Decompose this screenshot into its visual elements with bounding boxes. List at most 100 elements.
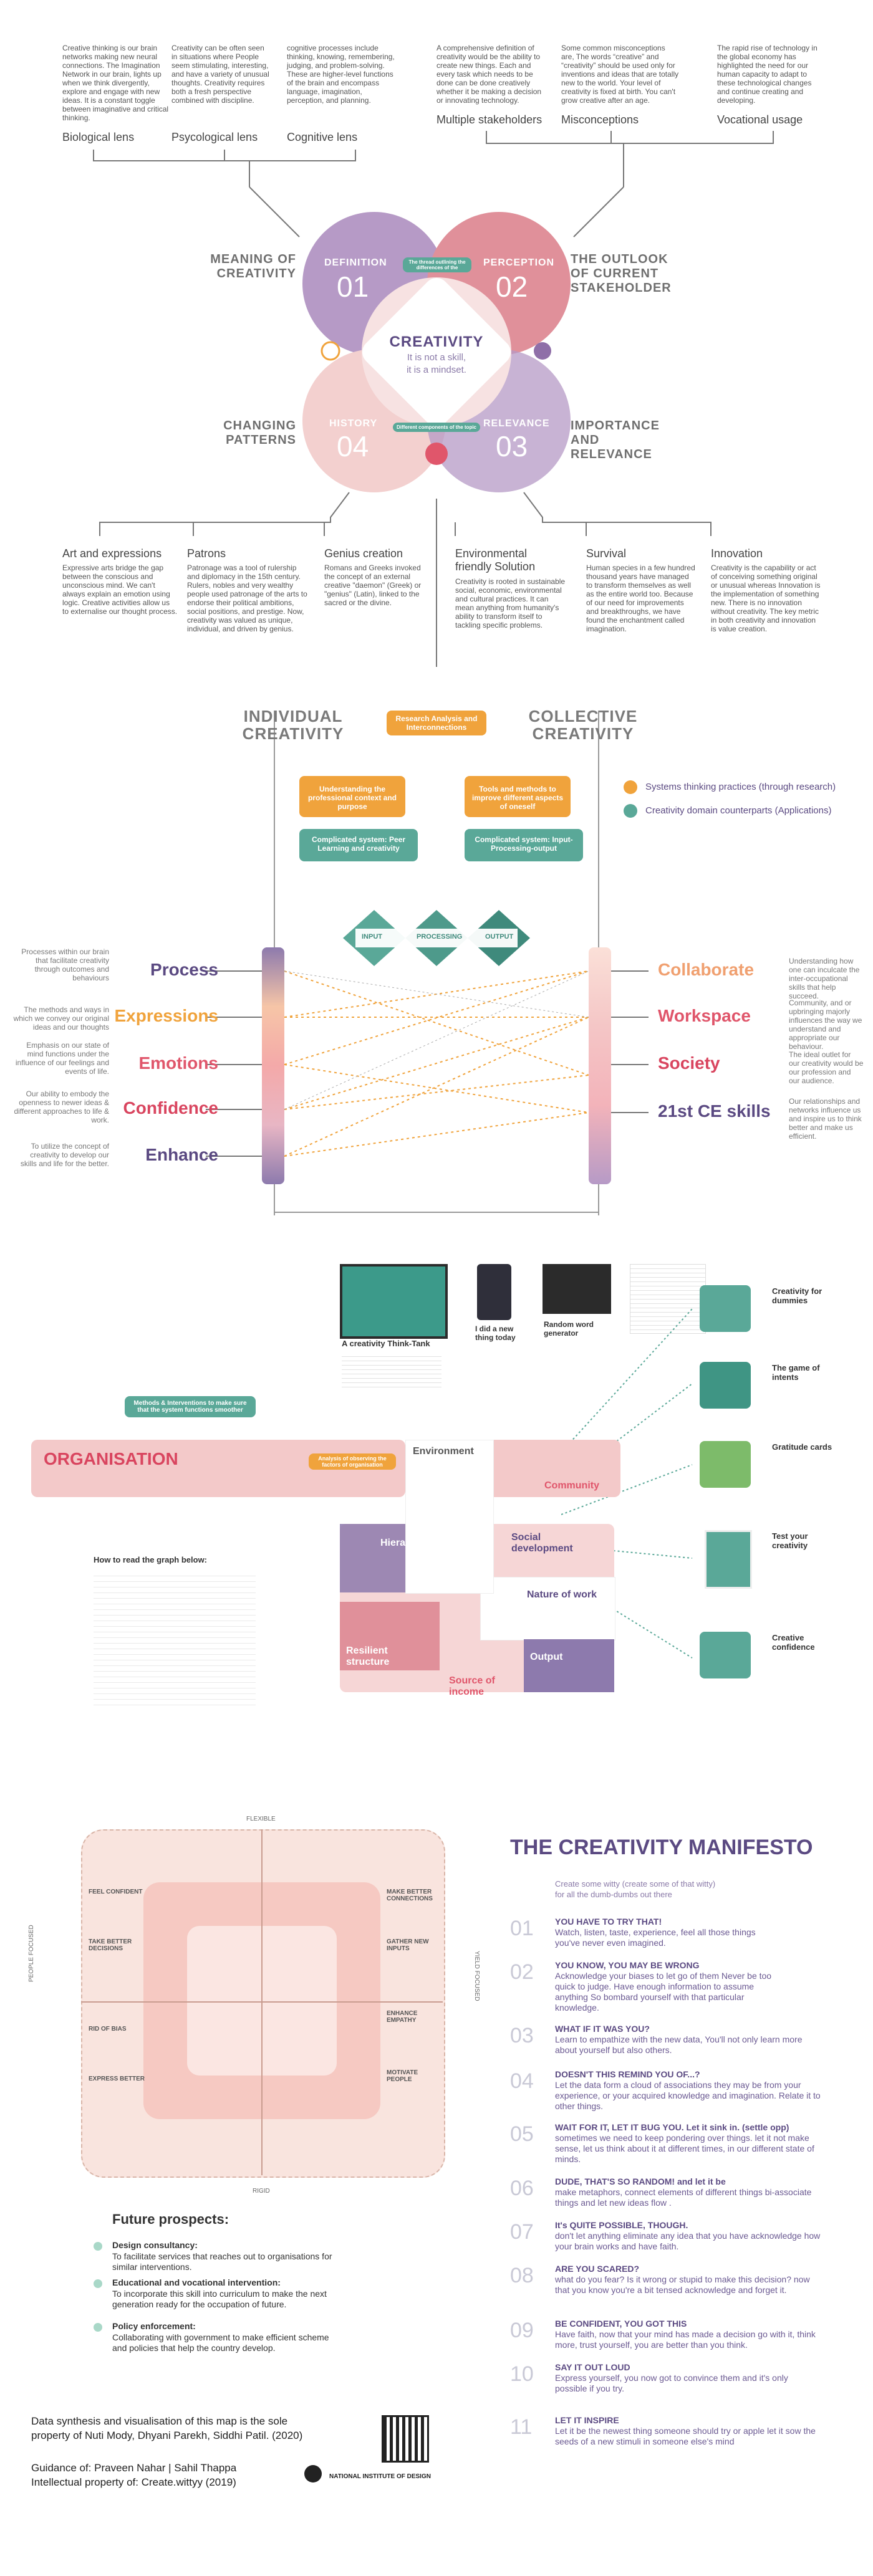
row-note: The ideal outlet for our creativity woul… bbox=[789, 1050, 864, 1085]
org-label: Resilient structure bbox=[346, 1645, 390, 1667]
manifesto-number: 01 bbox=[510, 1917, 534, 1940]
future-text: To facilitate services that reaches out … bbox=[112, 2251, 332, 2272]
quadrant-left-item: RID OF BIAS bbox=[89, 2026, 127, 2033]
connection-lines bbox=[206, 970, 649, 1157]
quadrant-label-right: YIELD FOCUSED bbox=[473, 1951, 480, 2001]
future-head: Design consultancy: bbox=[112, 2240, 198, 2250]
lens-title: Environmental friendly Solution bbox=[455, 547, 536, 573]
lens-title: Survival bbox=[586, 547, 627, 560]
org-chart-block bbox=[480, 1577, 615, 1640]
orange-box: Tools and methods to improve different a… bbox=[465, 776, 571, 817]
legend-label: Systems thinking practices (through rese… bbox=[645, 782, 836, 792]
manifesto-text: Have faith, now that your mind has made … bbox=[555, 2329, 816, 2350]
manifesto-heading: DUDE, THAT'S SO RANDOM! and let it be bbox=[555, 2176, 726, 2186]
manifesto-heading: It's QUITE POSSIBLE, THOUGH. bbox=[555, 2220, 688, 2230]
left-bar bbox=[262, 947, 284, 1184]
credits: Data synthesis and visualisation of this… bbox=[31, 2415, 288, 2427]
quadrant-left-item: FEEL CONFIDENT bbox=[89, 1889, 143, 1895]
flower-tag: The thread outlining the differences of … bbox=[403, 257, 471, 272]
manifesto-title: THE CREATIVITY MANIFESTO bbox=[510, 1836, 813, 1859]
lens-text: A comprehensive definition of creativity… bbox=[436, 44, 542, 105]
row-label-society: Society bbox=[658, 1053, 720, 1073]
manifesto-number: 04 bbox=[510, 2069, 534, 2093]
tool-thumb bbox=[340, 1264, 448, 1339]
org-label: Nature of work bbox=[527, 1589, 597, 1600]
row-note: The methods and ways in which we convey … bbox=[13, 1005, 109, 1032]
legend-label: Creativity domain counterparts (Applicat… bbox=[645, 805, 832, 816]
manifesto-text: Acknowledge your biases to let go of the… bbox=[555, 1971, 772, 2013]
row-label-enhance: Enhance bbox=[145, 1145, 218, 1164]
teal-box: Complicated system: Peer Learning and cr… bbox=[299, 829, 418, 861]
tool-card-title: Gratitude cards bbox=[772, 1442, 832, 1452]
legend-dot bbox=[624, 804, 637, 818]
org-chart-block bbox=[340, 1602, 440, 1670]
manifesto-text: what do you fear? Is it wrong or stupid … bbox=[555, 2274, 810, 2295]
tool-title: Random word generator bbox=[544, 1320, 594, 1338]
tool-thumb bbox=[477, 1264, 511, 1320]
quadrant-left-item: EXPRESS BETTER bbox=[89, 2076, 145, 2082]
quadrant-right-item: MOTIVATE PEOPLE bbox=[387, 2069, 418, 2083]
manifesto-heading: SAY IT OUT LOUD bbox=[555, 2362, 630, 2372]
collective-creativity-label: COLLECTIVE CREATIVITY bbox=[528, 707, 638, 743]
ipo-label: PROCESSING bbox=[417, 933, 463, 941]
manifesto-text: don't let anything eliminate any idea th… bbox=[555, 2231, 821, 2251]
teal-box: Complicated system: Input-Processing-out… bbox=[465, 829, 583, 861]
future-dot bbox=[94, 2323, 102, 2332]
top-lenses: Creative thinking is our brain networks … bbox=[25, 44, 848, 156]
lens-title: Cognitive lens bbox=[287, 131, 358, 143]
future-head: Educational and vocational intervention: bbox=[112, 2277, 281, 2287]
quadrant-right-item: ENHANCE EMPATHY bbox=[387, 2010, 418, 2024]
lens-text: Patronage was a tool of rulership and di… bbox=[187, 563, 307, 633]
lens-text: cognitive processes include thinking, kn… bbox=[287, 44, 395, 105]
tool-card-title: Creative confidence bbox=[772, 1633, 815, 1652]
mid-lenses: Art and expressions Expressive arts brid… bbox=[0, 542, 873, 667]
row-note: Processes within our brain that facilita… bbox=[21, 947, 109, 982]
row-note: Emphasis on our state of mind functions … bbox=[15, 1041, 109, 1076]
row-note: Our ability to embody the openness to ne… bbox=[14, 1089, 109, 1124]
petal-title: DEFINITION bbox=[324, 257, 387, 268]
quadrant-left-item: TAKE BETTER DECISIONS bbox=[89, 1938, 132, 1952]
manifesto-heading: DOESN'T THIS REMIND YOU OF...? bbox=[555, 2069, 700, 2079]
org-orange-tag: Analysis of observing the factors of org… bbox=[309, 1453, 396, 1470]
org-label: Output bbox=[530, 1652, 563, 1662]
manifesto-heading: WHAT IF IT WAS YOU? bbox=[555, 2024, 650, 2034]
tool-card-title: The game of intents bbox=[772, 1363, 820, 1382]
tool-card-thumb bbox=[700, 1441, 751, 1488]
tool-card-title: Creativity for dummies bbox=[772, 1286, 822, 1305]
center-subtitle: It is not a skill, bbox=[407, 352, 466, 363]
tool-card-thumb bbox=[700, 1285, 751, 1332]
petal-number: 01 bbox=[337, 271, 369, 303]
manifesto-heading: LET IT INSPIRE bbox=[555, 2415, 619, 2425]
manifesto-text: Let it be the newest thing someone shoul… bbox=[555, 2426, 816, 2446]
lens-title: Innovation bbox=[711, 547, 763, 560]
lens-title: Vocational usage bbox=[717, 113, 803, 126]
future-dot bbox=[94, 2242, 102, 2251]
petal-title: HISTORY bbox=[329, 418, 378, 429]
manifesto-intro: for all the dumb-dumbs out there bbox=[555, 1890, 672, 1899]
lens-text: Romans and Greeks invoked the concept of… bbox=[324, 563, 422, 607]
individual-creativity-label: INDIVIDUAL CREATIVITY bbox=[242, 707, 344, 743]
credits: Intellectual property of: Create.wittyy … bbox=[31, 2476, 236, 2488]
manifesto-text: make metaphors, connect elements of diff… bbox=[555, 2187, 812, 2208]
lens-title: Multiple stakeholders bbox=[436, 113, 543, 126]
top-connectors bbox=[93, 131, 774, 237]
tool-card-thumb bbox=[705, 1530, 752, 1589]
flower-tag: Different components of the topic bbox=[393, 423, 480, 432]
lens-title: Misconceptions bbox=[561, 113, 639, 126]
manifesto-text: Learn to empathize with the new data, Yo… bbox=[555, 2034, 803, 2055]
org-chart-block bbox=[524, 1639, 614, 1692]
manifesto-number: 08 bbox=[510, 2264, 534, 2287]
future-title: Future prospects: bbox=[112, 2211, 229, 2227]
lens-title: Art and expressions bbox=[62, 547, 162, 560]
lens-text: Expressive arts bridge the gap between t… bbox=[62, 563, 178, 616]
manifesto-heading: YOU KNOW, YOU MAY BE WRONG bbox=[555, 1960, 700, 1970]
manifesto-heading: WAIT FOR IT, LET IT BUG YOU. Let it sink… bbox=[555, 2122, 789, 2132]
tool-title: A creativity Think-Tank bbox=[342, 1339, 430, 1348]
quadrant-right-item: GATHER NEW INPUTS bbox=[387, 1938, 429, 1952]
lens-text: Some common misconceptions are, The word… bbox=[561, 44, 679, 105]
org-chart-block bbox=[405, 1440, 494, 1594]
petal-number: 02 bbox=[496, 271, 528, 303]
lens-title: Patrons bbox=[187, 547, 226, 560]
flower-outer-label: MEANING OF CREATIVITY bbox=[210, 252, 296, 280]
center-subtitle: it is a mindset. bbox=[407, 365, 466, 375]
